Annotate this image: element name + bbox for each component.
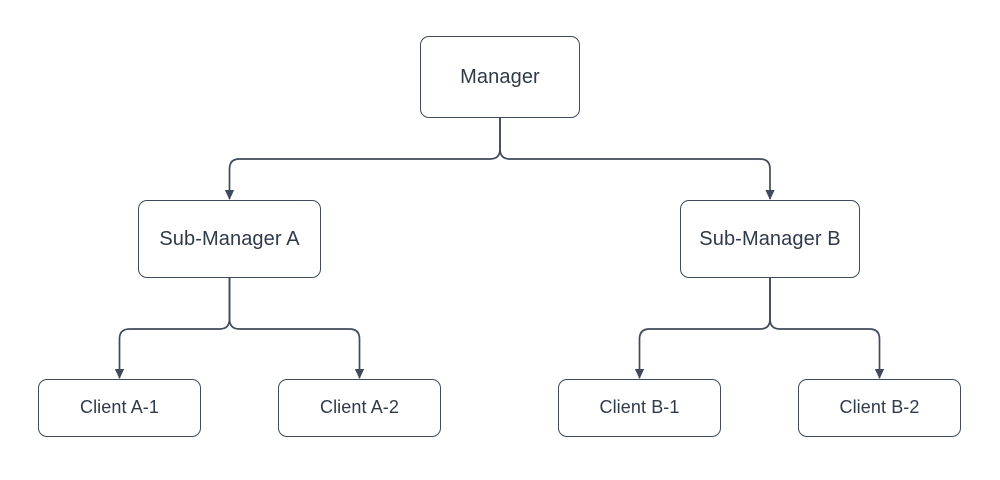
node-manager[interactable]: Manager bbox=[420, 36, 580, 118]
edge-manager-sub-b bbox=[499, 118, 775, 200]
node-client-a-1[interactable]: Client A-1 bbox=[38, 379, 201, 437]
node-client-b-1-label: Client B-1 bbox=[599, 397, 680, 418]
node-sub-manager-b[interactable]: Sub-Manager B bbox=[680, 200, 860, 278]
edge-manager-sub-a bbox=[224, 118, 501, 200]
edge-sub-a-client-a-2 bbox=[228, 278, 365, 379]
edge-sub-b-client-b-2 bbox=[769, 278, 885, 379]
node-client-a-2[interactable]: Client A-2 bbox=[278, 379, 441, 437]
node-sub-manager-a[interactable]: Sub-Manager A bbox=[138, 200, 321, 278]
node-sub-manager-b-label: Sub-Manager B bbox=[699, 228, 841, 250]
node-manager-label: Manager bbox=[460, 66, 540, 88]
node-client-b-2[interactable]: Client B-2 bbox=[798, 379, 961, 437]
node-client-a-2-label: Client A-2 bbox=[319, 397, 400, 418]
node-sub-manager-a-label: Sub-Manager A bbox=[159, 228, 300, 250]
node-client-a-1-label: Client A-1 bbox=[79, 397, 160, 418]
node-client-b-2-label: Client B-2 bbox=[839, 397, 920, 418]
edge-sub-a-client-a-1 bbox=[114, 278, 231, 379]
node-client-b-1[interactable]: Client B-1 bbox=[558, 379, 721, 437]
edge-sub-b-client-b-1 bbox=[634, 278, 771, 379]
